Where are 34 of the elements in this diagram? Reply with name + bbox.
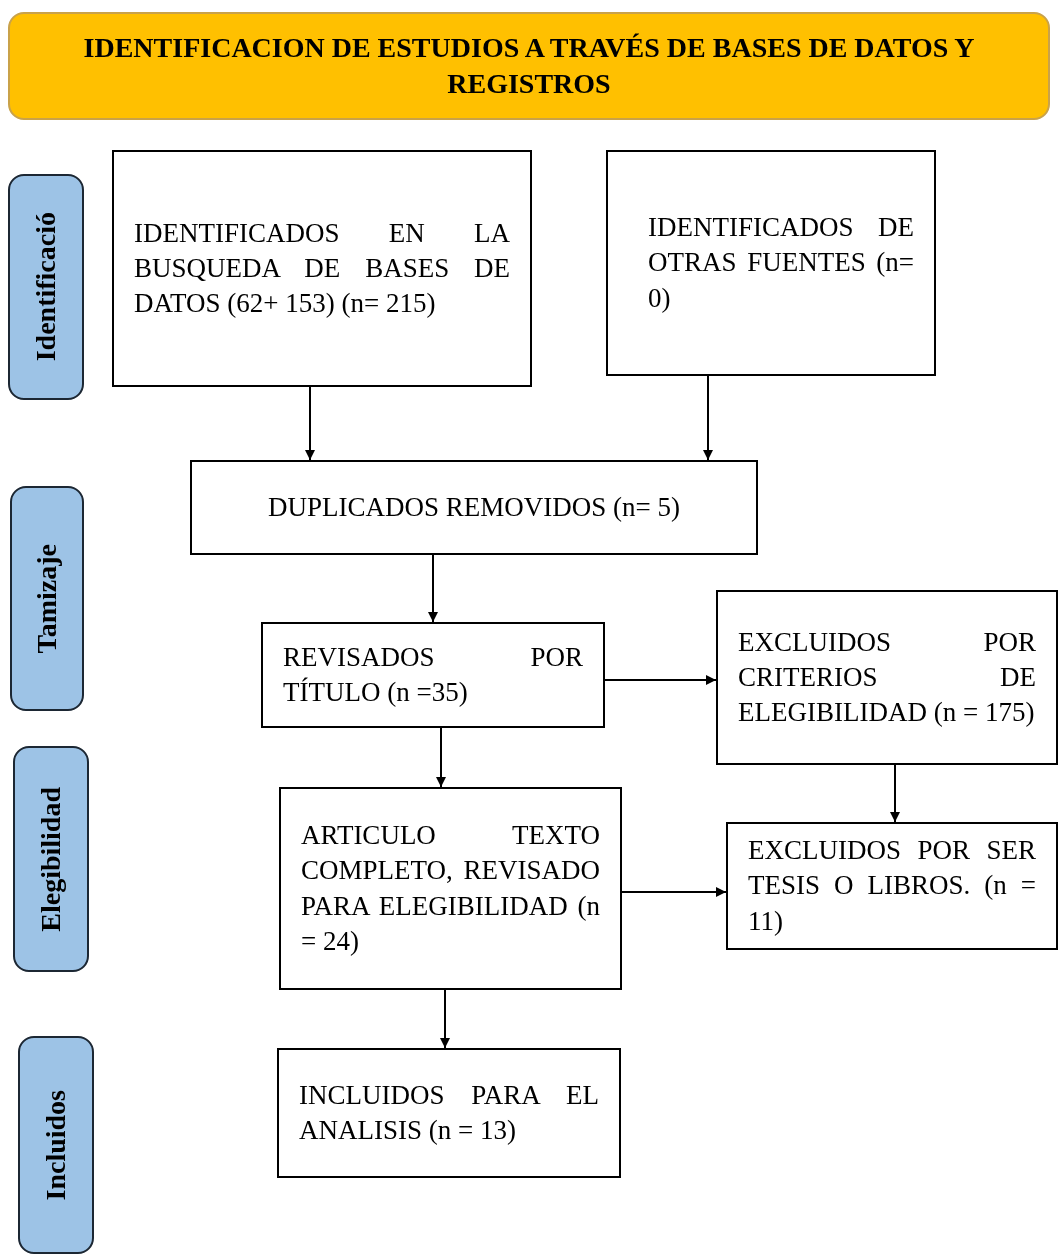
arrow (703, 375, 713, 461)
node-text: IDENTIFICADOS DE OTRAS FUENTES (n= 0) (648, 211, 914, 315)
arrow (604, 675, 717, 685)
process-box (261, 622, 605, 728)
node-text: EXCLUIDOS POR CRITERIOS DE ELEGIBILIDAD (n = 175) (738, 625, 1036, 730)
phase-label (8, 174, 84, 400)
arrow (436, 727, 446, 788)
node-text: Incluidos (40, 1089, 72, 1201)
node-text: DUPLICADOS REMOVIDOS (n= 5) (267, 490, 681, 524)
title-banner (8, 12, 1050, 120)
process-box (716, 590, 1058, 765)
node-text: IDENTIFICACION DE ESTUDIOS A TRAVÉS DE BASES DE DATOS Y REGISTROS (82, 30, 976, 101)
node-text: Tamizaje (31, 543, 63, 654)
arrow (621, 887, 727, 897)
process-box (279, 787, 622, 990)
arrow (890, 764, 900, 823)
node-text: INCLUIDOS PARA EL ANALISIS (n = 13) (299, 1078, 599, 1147)
process-box (112, 150, 532, 387)
node-text: EXCLUIDOS POR SER TESIS O LIBROS. (n = 11) (748, 834, 1036, 938)
phase-label (13, 746, 89, 972)
process-box (606, 150, 936, 376)
process-box (190, 460, 758, 555)
node-text: ARTICULO TEXTO COMPLETO, REVISADO PARA ELEGIBILIDAD (n = 24) (301, 819, 600, 958)
node-text: IDENTIFICADOS EN LA BUSQUEDA DE BASES DE DATOS (62+ 153) (n= 215) (134, 216, 510, 321)
node-text: Identificació (30, 212, 62, 362)
phase-label (10, 486, 84, 711)
process-box (726, 822, 1058, 950)
arrow (428, 554, 438, 623)
phase-label (18, 1036, 94, 1254)
node-text: REVISADOS POR TÍTULO (n =35) (283, 640, 583, 709)
node-text: Elegibilidad (35, 786, 67, 932)
arrow (305, 386, 315, 461)
arrow (440, 989, 450, 1049)
process-box (277, 1048, 621, 1178)
